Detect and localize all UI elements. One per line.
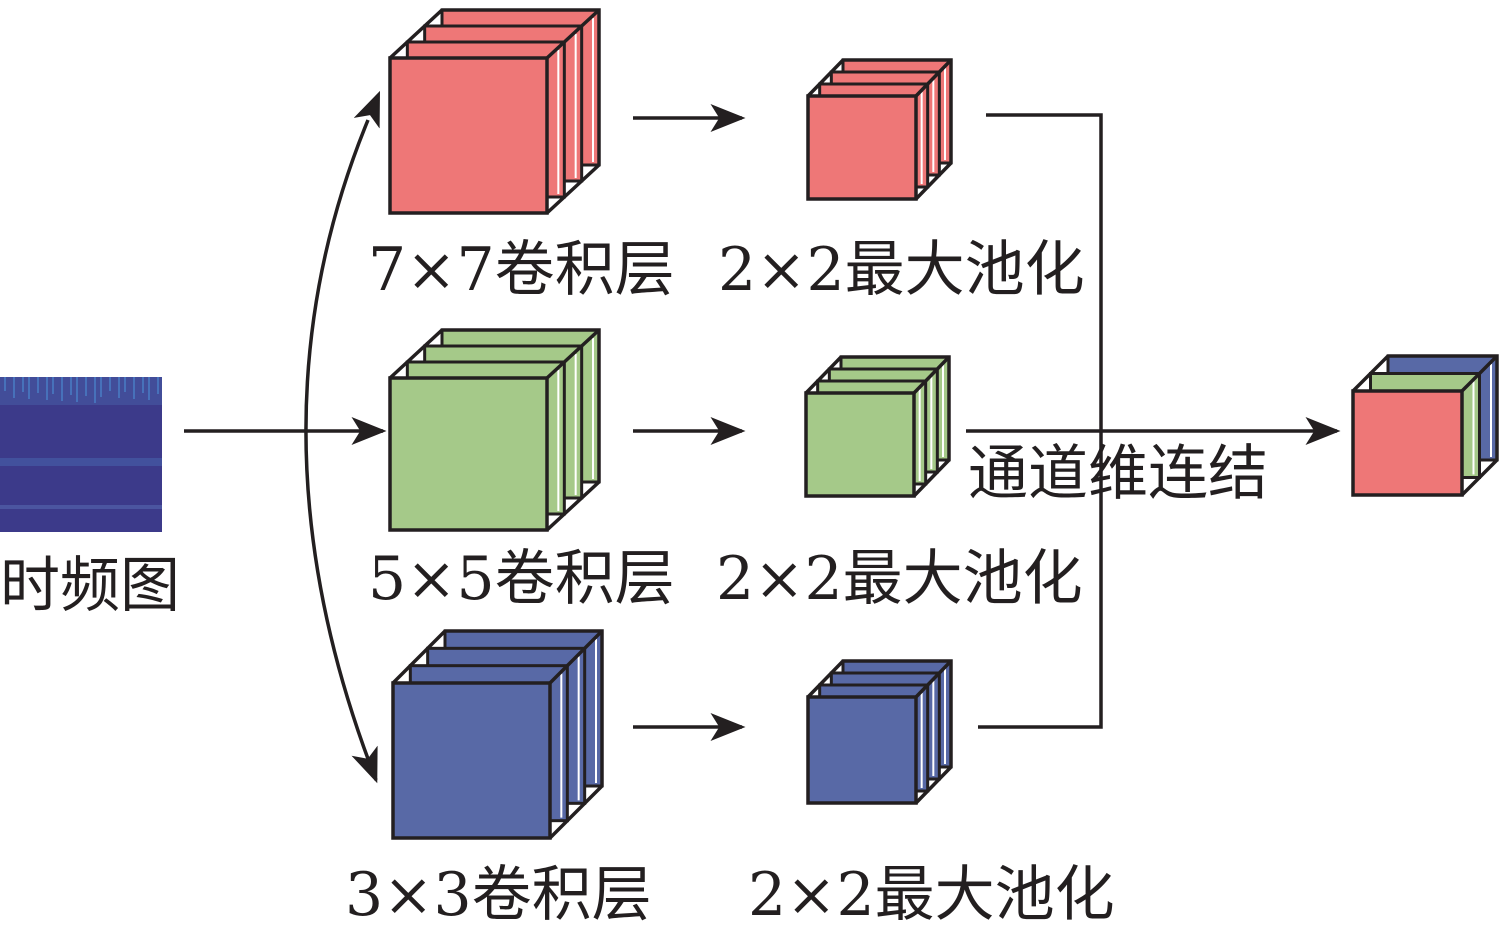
- pool-block-1: [806, 58, 953, 201]
- merge-bracket: [978, 113, 1103, 729]
- pool-label-1: 2×2最大池化: [718, 235, 1085, 305]
- conv-label-7x7: 7×7卷积层: [368, 235, 675, 305]
- pool-label-3: 2×2最大池化: [748, 860, 1115, 930]
- branch-arc-arrow: [304, 90, 380, 784]
- conv-block-3x3: [391, 629, 604, 840]
- conv-block-7x7: [388, 8, 601, 215]
- conv-label-3x3: 3×3卷积层: [345, 860, 652, 930]
- input-label: 时频图: [0, 551, 180, 621]
- concat-output-block: [1351, 354, 1499, 497]
- conv-label-5x5: 5×5卷积层: [368, 544, 675, 614]
- spectrogram-image: [0, 377, 162, 532]
- pool-block-3: [806, 659, 953, 805]
- pool-block-2: [804, 355, 951, 498]
- conv-block-5x5: [388, 328, 601, 532]
- pool-label-2: 2×2最大池化: [716, 544, 1083, 614]
- concat-label: 通道维连结: [968, 439, 1268, 509]
